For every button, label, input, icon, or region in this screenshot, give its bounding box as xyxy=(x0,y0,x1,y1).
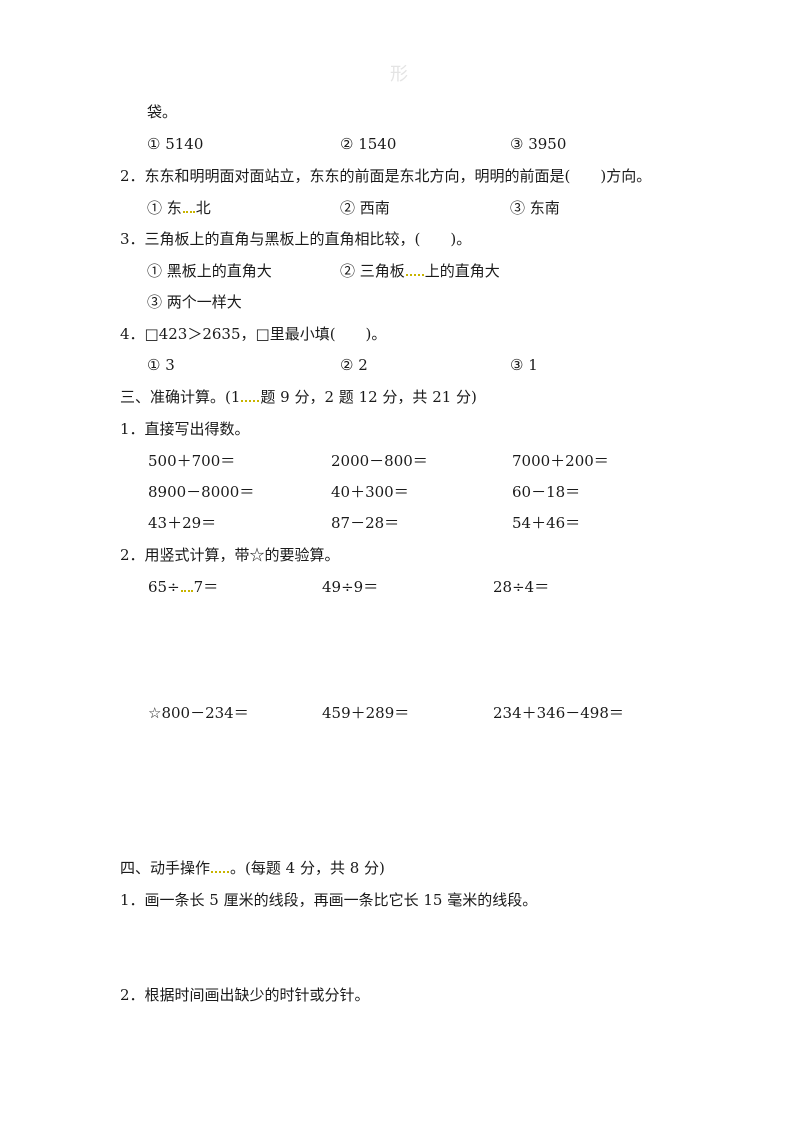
dotted-mark xyxy=(405,262,424,276)
question-2-stem: 2．东东和明明面对面站立，东东的前面是东北方向，明明的前面是( )方向。 xyxy=(120,167,652,185)
calc-item: 54＋46＝ xyxy=(512,514,581,532)
q1-option-2: ② 1540 xyxy=(340,135,397,153)
q2-option-3: ③ 东南 xyxy=(510,199,560,217)
q4-option-1: ① 3 xyxy=(147,356,175,374)
dotted-mark xyxy=(180,578,193,592)
question-1-tail: 袋。 xyxy=(147,103,178,121)
section-3-heading-part-a: 三、准确计算。(1 xyxy=(120,388,241,406)
q2-option-2: ② 西南 xyxy=(340,199,390,217)
calc-item: 500＋700＝ xyxy=(148,452,236,470)
calc-item: 87－28＝ xyxy=(331,514,400,532)
vertical-calc-item: 28÷4＝ xyxy=(493,578,550,596)
dotted-mark xyxy=(182,199,195,213)
s4-question-1: 1．画一条长 5 厘米的线段，再画一条比它长 15 毫米的线段。 xyxy=(120,891,538,909)
calc-item: 40＋300＝ xyxy=(331,483,409,501)
calc-item: 60－18＝ xyxy=(512,483,581,501)
vertical-calc-item: 459＋289＝ xyxy=(322,704,410,722)
section-4-heading: 四、动手操作 。(每题 4 分，共 8 分) xyxy=(120,858,385,878)
q2-option-1-part-b: 北 xyxy=(195,199,211,217)
section-4-heading-part-a: 四、动手操作 xyxy=(120,859,211,877)
q3-option-2: ② 三角板 上的直角大 xyxy=(340,261,500,281)
dotted-mark xyxy=(211,859,230,873)
question-3-stem: 3．三角板上的直角与黑板上的直角相比较，( )。 xyxy=(120,230,472,248)
section-4-heading-part-b: 。(每题 4 分，共 8 分) xyxy=(230,859,385,877)
calc-item: 43＋29＝ xyxy=(148,514,217,532)
section-3-heading: 三、准确计算。(1 题 9 分，2 题 12 分，共 21 分) xyxy=(120,387,477,407)
q3-option-3: ③ 两个一样大 xyxy=(147,293,242,311)
s4-question-2: 2．根据时间画出缺少的时针或分针。 xyxy=(120,986,370,1004)
q2-option-1-part-a: ① 东 xyxy=(147,199,182,217)
q3-option-2-part-b: 上的直角大 xyxy=(424,262,500,280)
dotted-mark xyxy=(241,388,260,402)
question-4-stem: 4．□423＞2635，□里最小填( )。 xyxy=(120,325,387,343)
vertical-calc-item: 234＋346－498＝ xyxy=(493,704,624,722)
calc-item: 8900－8000＝ xyxy=(148,483,255,501)
calc-item: 7000＋200＝ xyxy=(512,452,609,470)
calc-item: 2000－800＝ xyxy=(331,452,428,470)
vertical-calc-part-b: 7＝ xyxy=(193,578,219,596)
q1-option-3: ③ 3950 xyxy=(510,135,567,153)
q3-option-2-part-a: ② 三角板 xyxy=(340,262,405,280)
q1-option-1: ① 5140 xyxy=(147,135,204,153)
s3-question-1-stem: 1．直接写出得数。 xyxy=(120,420,250,438)
q2-option-1: ① 东北 xyxy=(147,198,211,218)
vertical-calc-item: 65÷ 7＝ xyxy=(148,577,218,597)
q4-option-2: ② 2 xyxy=(340,356,368,374)
section-3-heading-part-b: 题 9 分，2 题 12 分，共 21 分) xyxy=(260,388,477,406)
vertical-calc-item: 49÷9＝ xyxy=(322,578,379,596)
vertical-calc-part-a: 65÷ xyxy=(148,578,180,596)
s3-question-2-stem: 2．用竖式计算，带☆的要验算。 xyxy=(120,546,340,564)
q3-option-1: ① 黑板上的直角大 xyxy=(147,262,272,280)
vertical-calc-item: ☆800－234＝ xyxy=(148,704,249,722)
watermark: 形 xyxy=(390,64,408,85)
q4-option-3: ③ 1 xyxy=(510,356,538,374)
